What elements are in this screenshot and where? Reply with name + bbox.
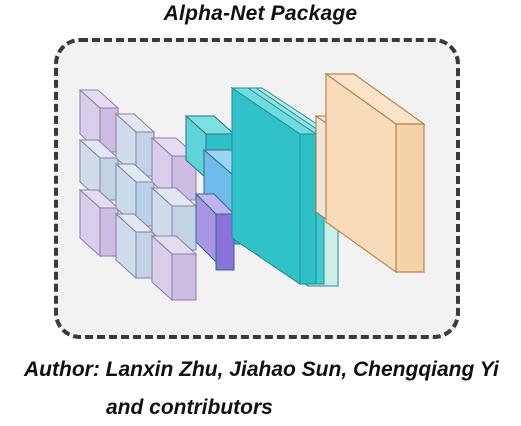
cube [114, 112, 156, 178]
output-slab [324, 72, 426, 274]
cube [114, 162, 156, 228]
cube [78, 188, 120, 258]
input-cube-grid [78, 88, 198, 302]
cube [150, 234, 198, 302]
contributors-line: and contributors [106, 396, 273, 419]
slab [230, 87, 318, 285]
purple-block [194, 192, 236, 271]
teal-slab-stack [230, 87, 340, 287]
cube [150, 136, 198, 202]
author-line: Author: Lanxin Zhu, Jiahao Sun, Chengqia… [24, 358, 499, 381]
diagram-title: Alpha-Net Package [163, 2, 358, 25]
